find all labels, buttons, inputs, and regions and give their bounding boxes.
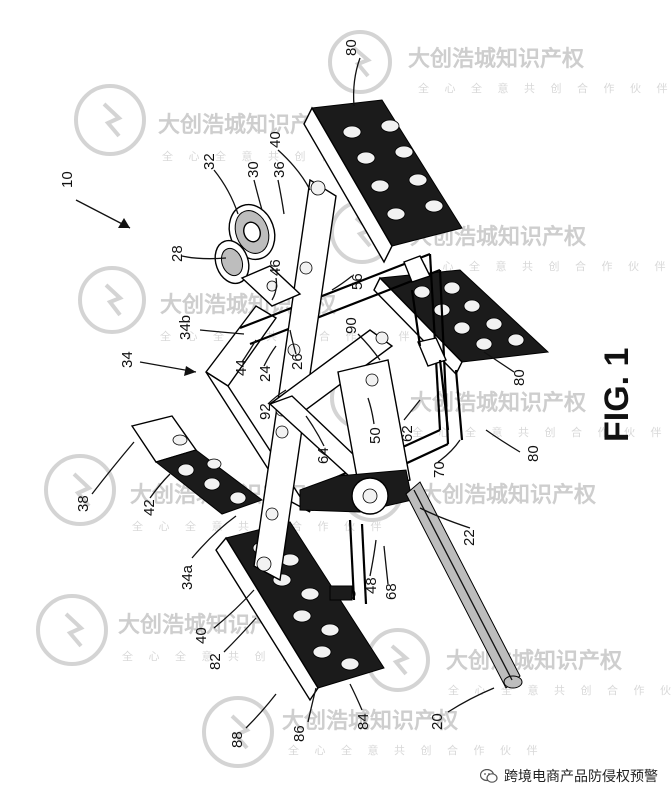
top-plate xyxy=(303,99,463,264)
watermark-text: 大创浩城知识产权 xyxy=(446,648,623,674)
support-posts xyxy=(348,289,464,605)
watermark-subtext: 全 心 全 意 共 创 合 作 伙 伴 xyxy=(288,743,543,757)
bottom-plate xyxy=(215,521,385,702)
watermark-subtext: 全 心 全 意 共 创 合 作 伙 伴 xyxy=(416,259,671,273)
label-70: 70 xyxy=(431,461,448,478)
watermark-logo xyxy=(74,84,146,156)
label-62: 62 xyxy=(399,425,416,442)
watermark-logo xyxy=(36,594,108,666)
label-64: 64 xyxy=(315,447,332,464)
label-20: 20 xyxy=(429,713,446,730)
label-50: 50 xyxy=(367,427,384,444)
label-36: 36 xyxy=(271,161,288,178)
label-34b: 34b xyxy=(177,315,194,340)
label-42: 42 xyxy=(141,499,158,516)
label-84: 84 xyxy=(355,713,372,730)
long-arm xyxy=(253,178,337,582)
label-88: 88 xyxy=(229,731,246,748)
label-82: 82 xyxy=(207,653,224,670)
watermark-subtext: 全 心 全 意 共 创 合 作 伙 伴 xyxy=(448,683,672,697)
label-80-top: 80 xyxy=(343,39,360,56)
label-80-lower: 80 xyxy=(525,445,542,462)
source-footer: 跨境电商产品防侵权预警 xyxy=(476,764,662,788)
watermark-text: 大创浩城知识产权 xyxy=(282,708,459,734)
label-44: 44 xyxy=(233,359,250,376)
label-40-bottom: 40 xyxy=(193,627,210,644)
roller-wheel xyxy=(214,203,276,285)
watermark-subtext: 全 心 全 意 共 创 合 作 伙 伴 xyxy=(132,519,387,533)
watermark-text: 大创浩城知识产权 xyxy=(420,482,597,508)
left-tab-plate xyxy=(130,415,264,515)
watermark-text: 大创浩城知识产权 xyxy=(410,390,587,416)
figure-title: FIG. 1 xyxy=(598,348,636,442)
label-92: 92 xyxy=(257,403,274,420)
label-48: 48 xyxy=(363,577,380,594)
pivot-bracket xyxy=(299,359,413,515)
watermark-subtext: 全 心 全 意 共 创 合 作 伙 伴 xyxy=(418,81,672,95)
label-28: 28 xyxy=(169,245,186,262)
mechanism-drawing xyxy=(130,99,550,702)
label-40-top: 40 xyxy=(267,131,284,148)
watermark-subtext: 全 心 全 意 共 创 合 作 伙 伴 xyxy=(412,425,667,439)
label-90: 90 xyxy=(343,317,360,334)
label-32: 32 xyxy=(201,153,218,170)
label-10: 10 xyxy=(59,171,76,188)
label-68: 68 xyxy=(383,583,400,600)
rod xyxy=(405,481,523,689)
label-80-right: 80 xyxy=(511,369,528,386)
label-38: 38 xyxy=(75,495,92,512)
label-46: 46 xyxy=(267,259,284,276)
reference-labels: 10 80 32 30 36 40 28 46 56 34b 44 24 26 … xyxy=(59,39,636,748)
leader-lines xyxy=(75,57,521,729)
label-22: 22 xyxy=(461,529,478,546)
label-56: 56 xyxy=(349,273,366,290)
watermark-logo xyxy=(78,266,146,334)
label-86: 86 xyxy=(291,725,308,742)
watermark-logo xyxy=(44,454,116,526)
label-34a: 34a xyxy=(179,564,196,590)
label-26: 26 xyxy=(289,353,306,370)
label-30: 30 xyxy=(245,161,262,178)
wechat-icon xyxy=(480,769,498,783)
watermark-text: 大创浩城知识产权 xyxy=(408,46,585,72)
watermark-logo xyxy=(202,696,274,768)
watermark-logo xyxy=(328,30,392,94)
linkage-arm xyxy=(268,329,394,487)
footer-text: 跨境电商产品防侵权预警 xyxy=(504,769,658,785)
label-24: 24 xyxy=(257,365,274,382)
label-34: 34 xyxy=(119,351,136,368)
